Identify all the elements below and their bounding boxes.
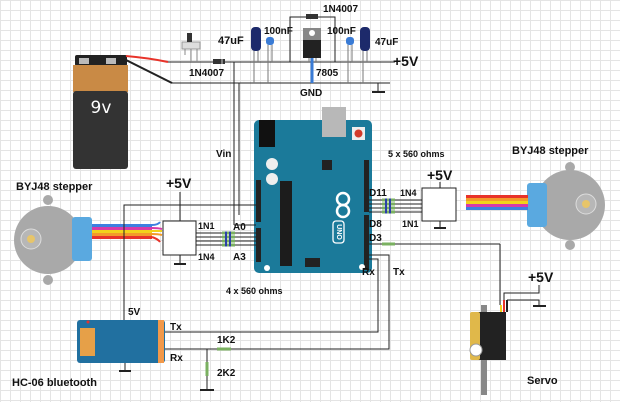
pin-d3-label: D3 bbox=[369, 233, 382, 244]
cap-47uf-right-label: 47uF bbox=[375, 37, 398, 48]
capacitor-100nf-left bbox=[266, 37, 274, 83]
battery-body bbox=[73, 91, 128, 169]
hc06-bluetooth-module bbox=[77, 320, 165, 363]
vin-label: Vin bbox=[216, 149, 231, 160]
diode-input-label: 1N4007 bbox=[189, 68, 224, 79]
servo-title: Servo bbox=[527, 375, 558, 387]
arduino-tx-wire bbox=[243, 254, 390, 350]
resistor-2k2 bbox=[205, 362, 209, 376]
analog-header bbox=[256, 228, 261, 262]
battery-label: 9v bbox=[91, 98, 112, 118]
capacitor-47uf-right bbox=[360, 27, 370, 83]
stepper-motor-right bbox=[527, 162, 605, 250]
stepper-left-title: BYJ48 stepper bbox=[16, 181, 93, 193]
servo-5v-label: +5V bbox=[528, 269, 554, 285]
bt-rx-label: Rx bbox=[170, 353, 183, 364]
battery-9v: 9v bbox=[73, 55, 128, 169]
diode-1n4007-input bbox=[213, 59, 225, 64]
reset-button[interactable] bbox=[354, 129, 363, 138]
regulator-7805 bbox=[303, 28, 321, 83]
resistors-5x560 bbox=[369, 198, 422, 214]
bt-5v-wire bbox=[123, 204, 256, 320]
stepper-motor-left bbox=[14, 195, 92, 285]
driver-right-5v-label: +5V bbox=[427, 167, 453, 183]
diode-1n4007-bypass bbox=[306, 14, 318, 19]
driver-left-in1-label: 1N1 bbox=[198, 221, 215, 231]
cap-100nf-left-label: 100nF bbox=[264, 26, 293, 37]
usb-port bbox=[322, 107, 346, 137]
resistors-4x560 bbox=[196, 231, 256, 247]
dc-jack bbox=[259, 120, 275, 147]
digital-header-high bbox=[364, 160, 369, 212]
res-2k2-label: 2K2 bbox=[217, 368, 236, 379]
diode-bypass-label: 1N4007 bbox=[323, 4, 358, 15]
servo-5v-wire bbox=[503, 285, 540, 300]
bt-5v-label: 5V bbox=[128, 307, 141, 318]
arduino-logo bbox=[335, 191, 351, 219]
driver-right-in1-label: 1N1 bbox=[402, 219, 419, 229]
driver-right-in4-label: 1N4 bbox=[400, 188, 417, 198]
battery-red-lead bbox=[125, 55, 169, 63]
pin-d8-label: D8 bbox=[369, 219, 382, 230]
pin-a0-label: A0 bbox=[233, 222, 246, 233]
power-switch[interactable] bbox=[181, 33, 201, 62]
servo-motor bbox=[469, 300, 508, 395]
rail-5v-label: +5V bbox=[393, 53, 419, 69]
digital-header-low bbox=[364, 215, 369, 270]
stepper-right-ribbon bbox=[466, 195, 528, 210]
resistor-1k2 bbox=[217, 347, 231, 351]
bt-tx-label: Tx bbox=[170, 322, 182, 333]
regulator-gnd-lead bbox=[310, 58, 314, 83]
atmega-chip bbox=[280, 181, 292, 266]
res-5x-label: 5 x 560 ohms bbox=[388, 149, 445, 159]
capacitor-47uf-left bbox=[251, 27, 261, 83]
gnd-label: GND bbox=[300, 88, 322, 99]
stepper-right-title: BYJ48 stepper bbox=[512, 145, 589, 157]
battery-black-lead bbox=[125, 59, 173, 84]
resistor-d3 bbox=[382, 242, 395, 246]
power-header bbox=[256, 180, 261, 222]
stepper-left-ribbon bbox=[92, 221, 163, 243]
res-1k2-label: 1K2 bbox=[217, 335, 236, 346]
bt-title: HC-06 bluetooth bbox=[12, 377, 97, 389]
icsp-header bbox=[305, 258, 320, 267]
capacitor-100nf-right bbox=[346, 37, 354, 83]
driver-left bbox=[162, 220, 197, 256]
pin-a3-label: A3 bbox=[233, 252, 246, 263]
arduino-uno-board: UNO bbox=[254, 107, 372, 273]
arduino-tx-label: Tx bbox=[393, 267, 405, 278]
regulator-label: 7805 bbox=[316, 68, 339, 79]
driver-left-5v-label: +5V bbox=[166, 175, 192, 191]
driver-right bbox=[421, 187, 457, 222]
servo-gnd-wire bbox=[507, 299, 540, 306]
arduino-rx-label: Rx bbox=[362, 267, 375, 278]
driver-left-in4-label: 1N4 bbox=[198, 252, 215, 262]
battery-top-band bbox=[73, 65, 128, 92]
cap-47uf-left-label: 47uF bbox=[218, 35, 244, 47]
pin-d11-label: D11 bbox=[369, 188, 387, 199]
res-4x-label: 4 x 560 ohms bbox=[226, 286, 283, 296]
cap-100nf-right-label: 100nF bbox=[327, 26, 356, 37]
uno-label: UNO bbox=[335, 224, 342, 240]
